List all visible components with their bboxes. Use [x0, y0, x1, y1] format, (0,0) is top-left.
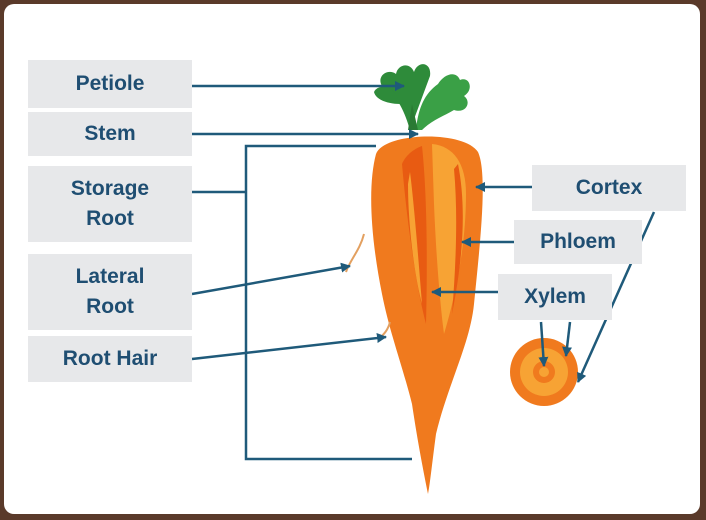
root-hair-label: Root Hair	[28, 336, 192, 382]
storage-root-label: Storage Root	[28, 166, 192, 242]
carrot-root	[346, 136, 483, 494]
petiole-label: Petiole	[28, 60, 192, 108]
leaf-cluster	[374, 64, 470, 130]
diagram-card: Petiole Stem Storage Root Lateral Root R…	[4, 4, 700, 514]
lateral-root-arrow	[192, 266, 350, 294]
xylem-label: Xylem	[498, 274, 612, 320]
stem-label: Stem	[28, 112, 192, 156]
lateral-root-label: Lateral Root	[28, 254, 192, 330]
phloem-label: Phloem	[514, 220, 642, 264]
cortex-label: Cortex	[532, 165, 686, 211]
root-hair-arrow	[192, 337, 386, 359]
